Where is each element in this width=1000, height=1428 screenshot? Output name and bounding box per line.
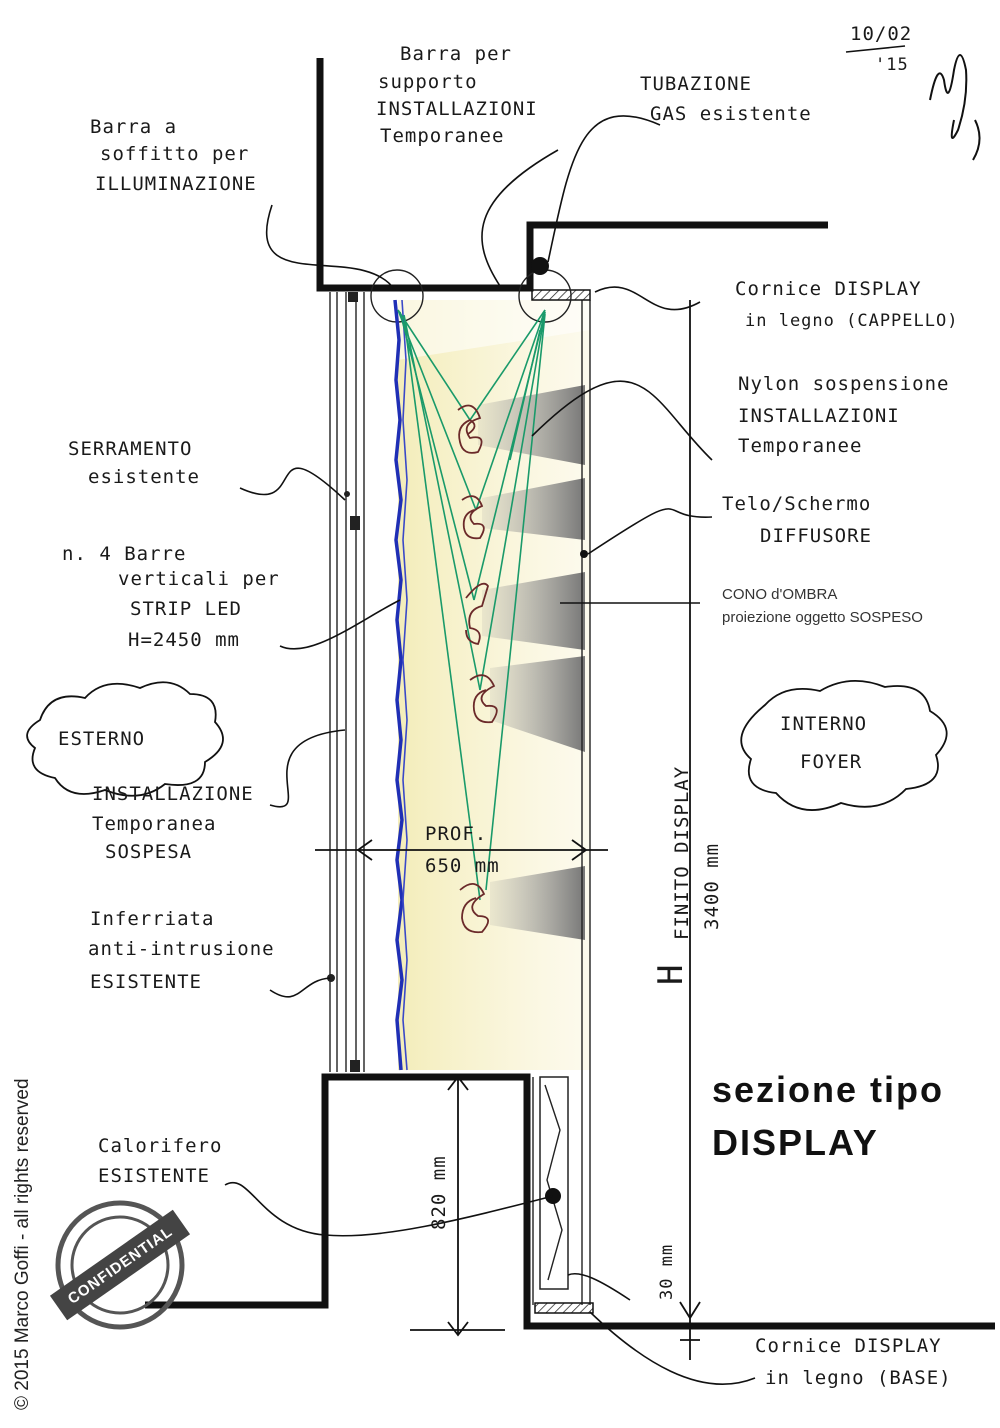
label-barre-verticali-2: verticali per	[118, 568, 280, 590]
date-line-1: 10/02	[850, 23, 912, 45]
label-prof-1: PROF.	[425, 823, 487, 845]
label-serramento-2: esistente	[88, 466, 200, 488]
label-nylon-2: INSTALLAZIONI	[738, 405, 900, 427]
label-inferriata-3: ESISTENTE	[90, 971, 202, 993]
label-cono-ombra-1: CONO d'OMBRA	[722, 586, 837, 603]
label-telo-2: DIFFUSORE	[760, 525, 872, 547]
label-inferriata-2: anti-intrusione	[88, 938, 275, 960]
label-barre-verticali-4: H=2450 mm	[128, 629, 240, 651]
suspended-object	[459, 883, 489, 934]
label-altezza-quota: 3400 mm	[701, 843, 723, 930]
label-barra-supporto-3: INSTALLAZIONI	[376, 98, 538, 120]
leader-lines	[224, 115, 756, 1385]
title-line-2: DISPLAY	[712, 1122, 879, 1163]
copyright-note: © 2015 Marco Goffi - all rights reserved	[12, 1078, 33, 1410]
nylon-threads	[397, 309, 546, 901]
label-cornice-cappello-1: Cornice DISPLAY	[735, 278, 922, 300]
lower-wall	[145, 1073, 995, 1330]
label-installazione-1: INSTALLAZIONE	[92, 783, 254, 805]
suspended-object	[469, 674, 498, 724]
label-esterno: ESTERNO	[58, 728, 145, 750]
radiator	[539, 1076, 569, 1290]
label-inferriata-1: Inferriata	[90, 908, 214, 930]
label-cono-ombra-2: proiezione oggetto SOSPESO	[722, 609, 923, 626]
label-serramento-1: SERRAMENTO	[68, 438, 192, 460]
label-quota-base: 820 mm	[428, 1155, 450, 1230]
label-barra-soffitto-3: ILLUMINAZIONE	[95, 173, 257, 195]
label-altezza-finito: FINITO DISPLAY	[671, 766, 693, 940]
label-calorifero-2: ESISTENTE	[98, 1165, 210, 1187]
title-line-1: sezione tipo	[712, 1069, 944, 1110]
label-tubazione-1: TUBAZIONE	[640, 73, 752, 95]
label-tubazione-2: GAS esistente	[650, 103, 812, 125]
suspended-object	[457, 404, 483, 454]
label-cornice-base-2: in legno (BASE)	[765, 1367, 952, 1389]
shadow-cones	[478, 385, 585, 940]
suspended-objects	[457, 404, 498, 934]
cornice-base	[534, 1302, 594, 1314]
label-calorifero-1: Calorifero	[98, 1135, 222, 1157]
label-nylon-3: Temporanee	[738, 435, 862, 457]
shadow-cone	[490, 866, 585, 940]
label-prof-2: 650 mm	[425, 855, 500, 877]
label-nylon-1: Nylon sospensione	[738, 373, 949, 395]
cornice-cappello	[531, 289, 591, 301]
label-barre-verticali-3: STRIP LED	[130, 598, 242, 620]
label-installazione-3: SOSPESA	[105, 841, 192, 863]
label-interno-1: INTERNO	[780, 713, 867, 735]
label-barra-soffitto-1: Barra a	[90, 116, 177, 138]
label-altezza-h: H	[651, 964, 691, 985]
shadow-cone	[490, 656, 585, 752]
window-frame	[327, 292, 365, 1072]
shadow-cone	[478, 385, 585, 465]
label-installazione-2: Temporanea	[92, 813, 216, 835]
display-frame	[531, 289, 594, 1314]
label-barra-soffitto-2: soffitto per	[100, 143, 249, 165]
dimension-lines	[315, 300, 701, 1360]
label-barra-supporto-4: Temporanee	[380, 125, 504, 147]
led-strip	[393, 299, 404, 1071]
label-barre-verticali-1: n. 4 Barre	[62, 543, 186, 565]
label-cornice-cappello-2: in legno (CAPPELLO)	[745, 311, 958, 331]
gas-pipe	[531, 257, 549, 275]
shadow-cone	[482, 572, 585, 650]
label-barra-supporto-2: supporto	[378, 71, 478, 93]
suspended-object	[465, 582, 489, 646]
suspended-object	[461, 495, 485, 540]
label-cornice-base-1: Cornice DISPLAY	[755, 1335, 942, 1357]
cloud-esterno	[26, 681, 224, 797]
signature	[929, 54, 981, 161]
cloud-interno	[740, 679, 948, 811]
upper-wall	[316, 58, 828, 292]
label-interno-2: FOYER	[800, 751, 862, 773]
label-telo-1: Telo/Schermo	[722, 493, 871, 515]
label-barra-supporto-1: Barra per	[400, 43, 512, 65]
date-line-2: '15	[875, 55, 909, 75]
label-quota-cornice: 30 mm	[657, 1244, 677, 1300]
